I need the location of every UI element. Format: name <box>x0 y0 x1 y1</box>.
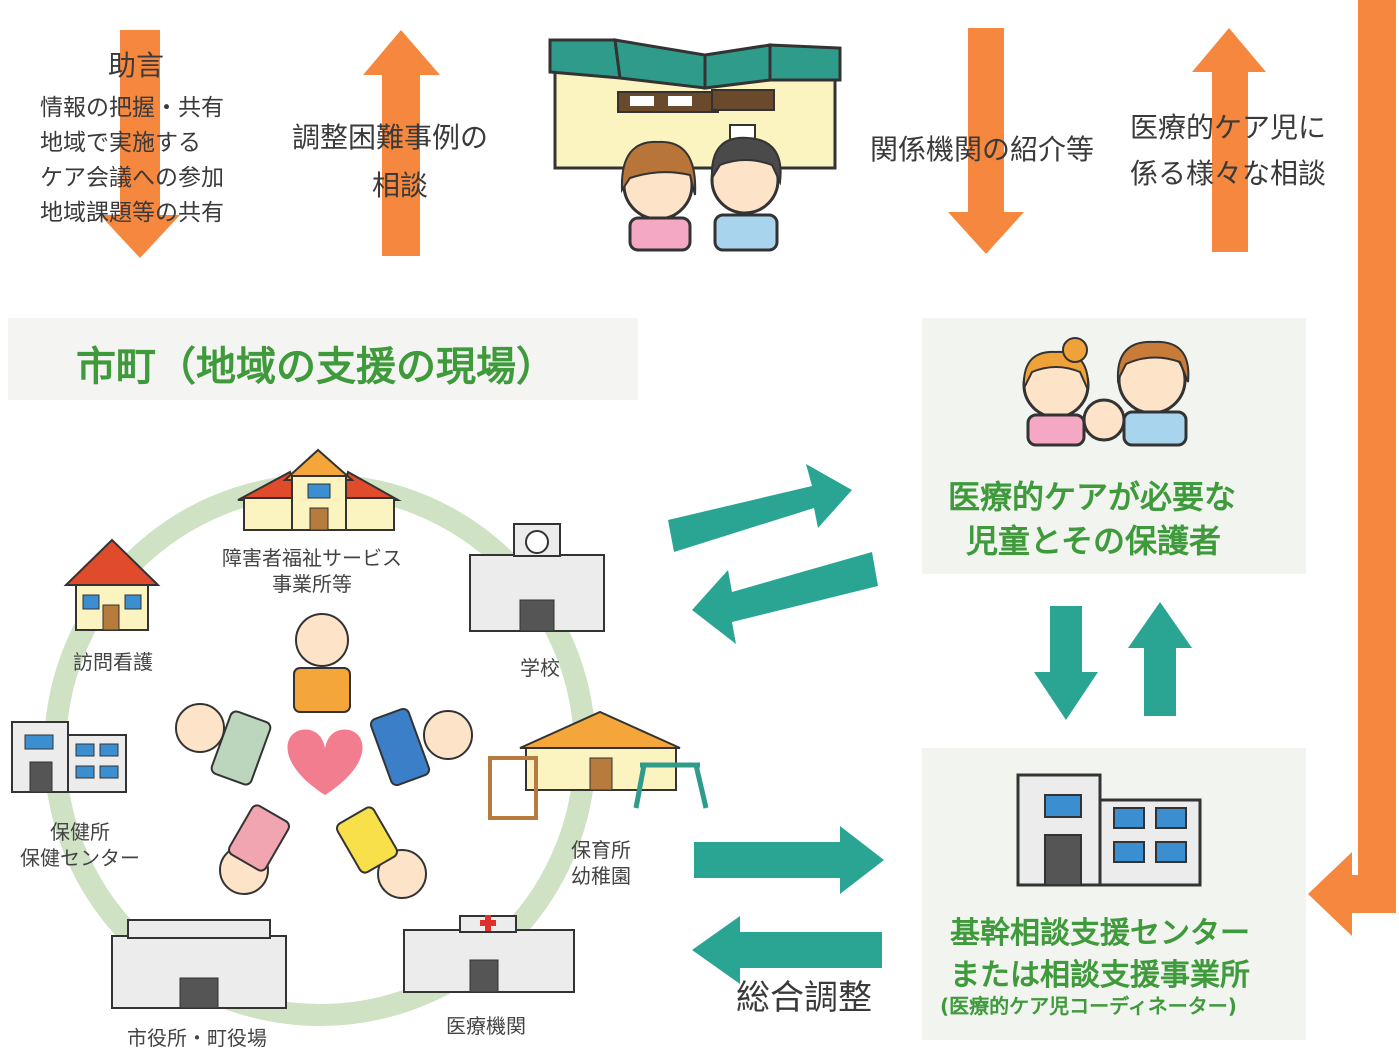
visiting-nursing-label: 訪問看護 <box>73 650 153 674</box>
health-center-building <box>11 721 127 793</box>
arrow-to-family <box>668 464 852 552</box>
arrow-down-referral <box>948 28 1024 254</box>
family-illustration <box>1022 337 1190 447</box>
difficult-cases-line-1: 調整困難事例の <box>292 121 489 154</box>
arrow-right-loop <box>1308 0 1396 936</box>
municipality-title: 市町（地域の支援の現場） <box>76 344 556 390</box>
family-panel-bg <box>922 318 1306 574</box>
health-center-label-2: 保健センター <box>20 846 140 870</box>
various-consult-line-2: 係る様々な相談 <box>1130 157 1327 190</box>
advice-line-3: ケア会議への参加 <box>40 165 224 191</box>
advice-title: 助言 <box>108 49 165 82</box>
health-center-label-1: 保健所 <box>50 820 110 844</box>
city-hall-building <box>111 919 287 1009</box>
people-circle <box>175 613 473 899</box>
advice-line-1: 情報の把握・共有 <box>40 95 224 121</box>
nursery-label-2: 幼稚園 <box>571 864 631 888</box>
arrow-up-difficult-cases <box>363 30 440 256</box>
arrow-to-center <box>694 826 884 894</box>
coordination-label: 総合調整 <box>736 978 872 1018</box>
nursery-building <box>488 710 709 820</box>
difficult-cases-line-2: 相談 <box>372 169 429 202</box>
house-illustration <box>548 38 842 252</box>
arrow-up-center-to-family <box>1128 602 1192 716</box>
visiting-nursing-house <box>63 538 161 631</box>
various-consult-line-1: 医療的ケア児に <box>1130 111 1327 144</box>
center-panel-subtitle: (医療的ケア児コーディネーター) <box>940 994 1237 1018</box>
center-panel-title-2: または相談支援事業所 <box>950 958 1250 993</box>
center-building <box>1016 773 1202 887</box>
disability-services-label-2: 事業所等 <box>272 572 352 596</box>
medical-institution-label: 医療機関 <box>446 1014 526 1038</box>
advice-line-4: 地域課題等の共有 <box>40 200 224 226</box>
family-panel-title-1: 医療的ケアが必要な <box>948 478 1237 516</box>
family-panel-title-2: 児童とその保護者 <box>966 522 1222 560</box>
arrow-up-various-consult <box>1192 28 1266 252</box>
school-building <box>469 523 605 632</box>
medical-institution-building <box>403 915 575 993</box>
disability-services-label-1: 障害者福祉サービス <box>222 546 402 570</box>
school-label: 学校 <box>520 656 560 680</box>
arrow-from-center <box>692 916 882 984</box>
title-band-bg <box>8 318 638 400</box>
city-hall-label: 市役所・町役場 <box>127 1026 267 1050</box>
advice-line-2: 地域で実施する <box>40 130 201 156</box>
nursery-label-1: 保育所 <box>571 838 631 862</box>
referral-label: 関係機関の紹介等 <box>870 133 1095 166</box>
arrow-down-family-to-center <box>1034 606 1098 720</box>
arrow-from-family <box>692 552 878 644</box>
center-panel-title-1: 基幹相談支援センター <box>950 916 1250 951</box>
disability-services-building <box>237 448 402 531</box>
center-panel-bg <box>922 748 1306 1040</box>
arrow-down-advice <box>100 30 180 258</box>
